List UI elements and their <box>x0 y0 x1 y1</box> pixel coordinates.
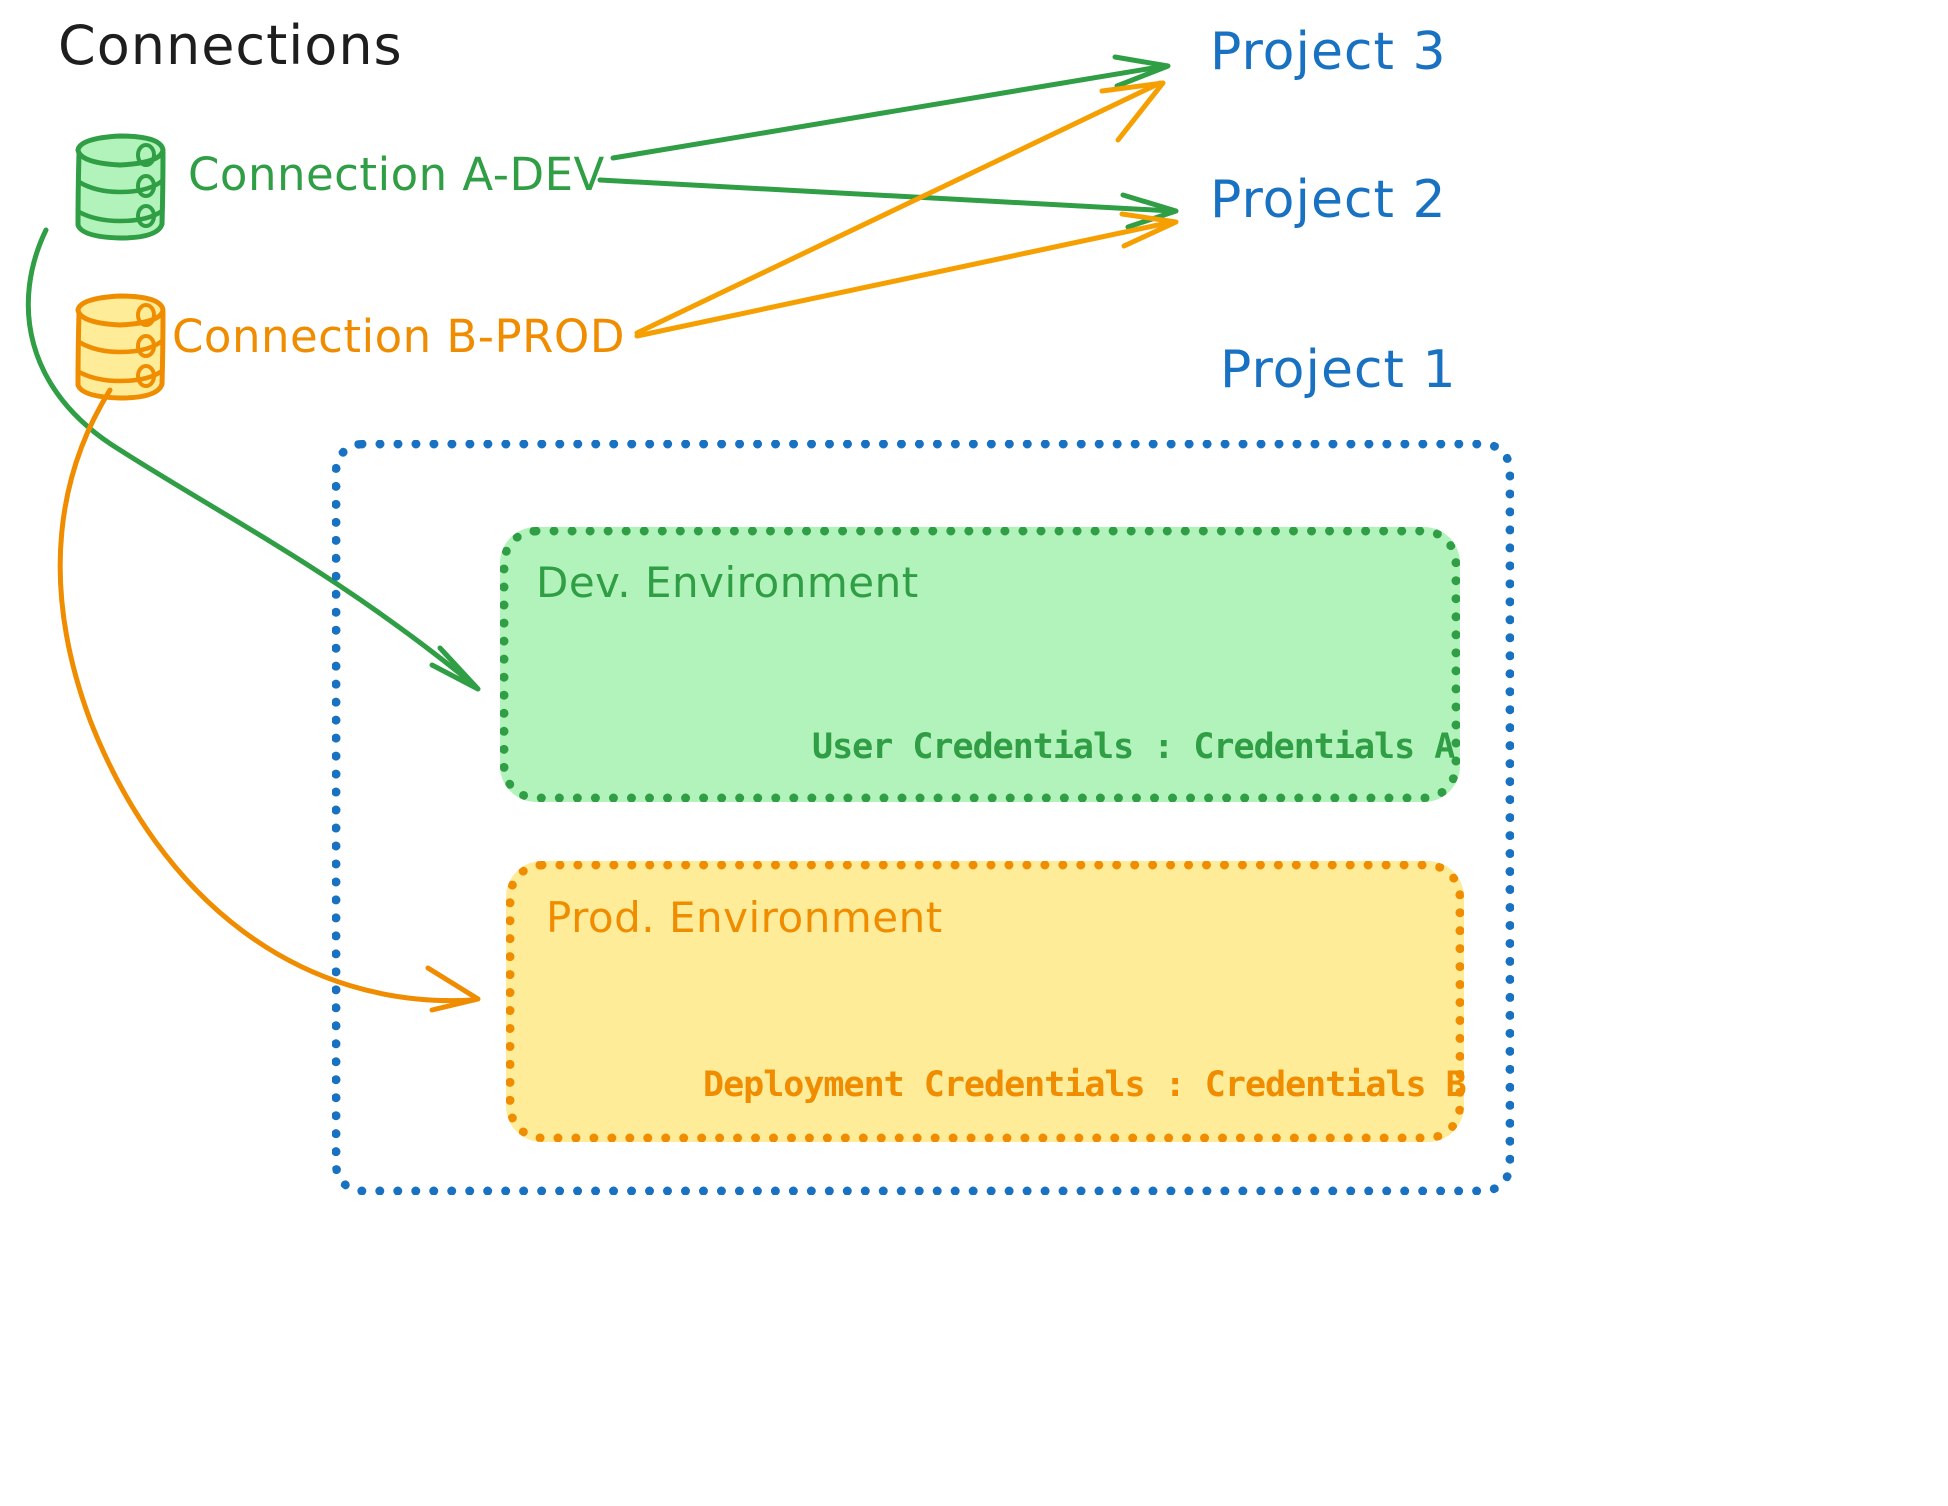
connection-label-b-prod[interactable]: Connection B-PROD <box>172 310 626 363</box>
prod-environment-credentials: Deployment Credentials : Credentials B <box>703 1065 1467 1105</box>
project-label-1[interactable]: Project 1 <box>1220 340 1457 400</box>
project-label-3[interactable]: Project 3 <box>1210 22 1447 82</box>
prod-environment-box[interactable] <box>506 861 1464 1142</box>
prod-environment-title: Prod. Environment <box>546 893 943 942</box>
database-cylinder-icon-b-prod[interactable] <box>75 293 166 401</box>
arrow-a-dev-to-dev-environment <box>25 227 481 692</box>
dev-environment-credentials: User Credentials : Credentials A <box>812 727 1455 767</box>
project-label-2[interactable]: Project 2 <box>1210 170 1447 230</box>
dev-environment-box[interactable] <box>500 527 1460 802</box>
arrow-a-dev-to-project-2 <box>597 177 1179 230</box>
arrow-a-dev-to-project-3 <box>610 54 1171 161</box>
arrow-b-prod-to-project-2 <box>634 211 1179 339</box>
database-cylinder-icon-a-dev[interactable] <box>75 133 166 241</box>
dev-environment-title: Dev. Environment <box>536 558 919 607</box>
connection-label-a-dev[interactable]: Connection A-DEV <box>188 148 605 201</box>
page-title: Connections <box>58 14 403 77</box>
project-1-container <box>332 440 1514 1195</box>
arrow-b-prod-to-project-3 <box>634 80 1166 336</box>
